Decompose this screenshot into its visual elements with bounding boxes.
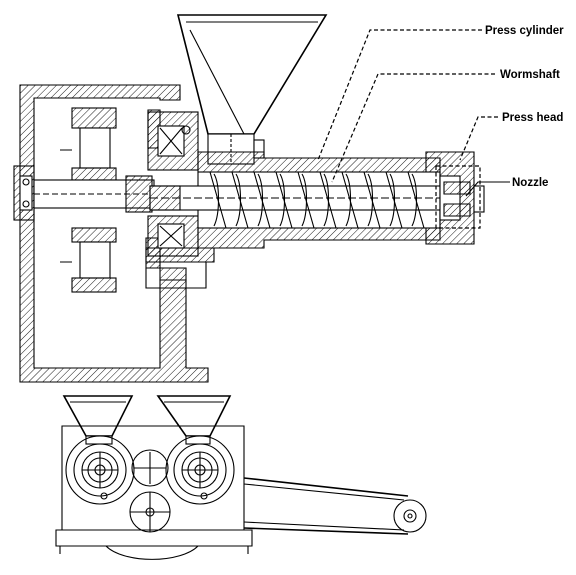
press-end-view: [55, 395, 427, 560]
label-press-head: Press head: [502, 112, 563, 124]
large-pulley: [105, 545, 199, 560]
bearing-blocks: [147, 111, 199, 257]
wormshaft-screw: [149, 171, 451, 229]
feed-hopper: [176, 14, 328, 165]
center-gear: [129, 449, 171, 533]
label-nozzle: Nozzle: [512, 177, 548, 189]
right-barrel-end: [165, 435, 235, 505]
label-wormshaft: Wormshaft: [500, 69, 560, 81]
label-press-cylinder: Press cylinder: [485, 25, 564, 37]
belt-drive: [243, 477, 427, 535]
press-head-assembly: [425, 151, 485, 245]
twin-hoppers: [62, 395, 232, 445]
drive-gear: [60, 107, 117, 293]
press-section-view: Press cylinder Wormshaft Press head Nozz…: [13, 14, 564, 383]
input-shaft: [13, 165, 155, 221]
callout-lines: [317, 29, 510, 197]
left-barrel-end: [65, 435, 135, 505]
